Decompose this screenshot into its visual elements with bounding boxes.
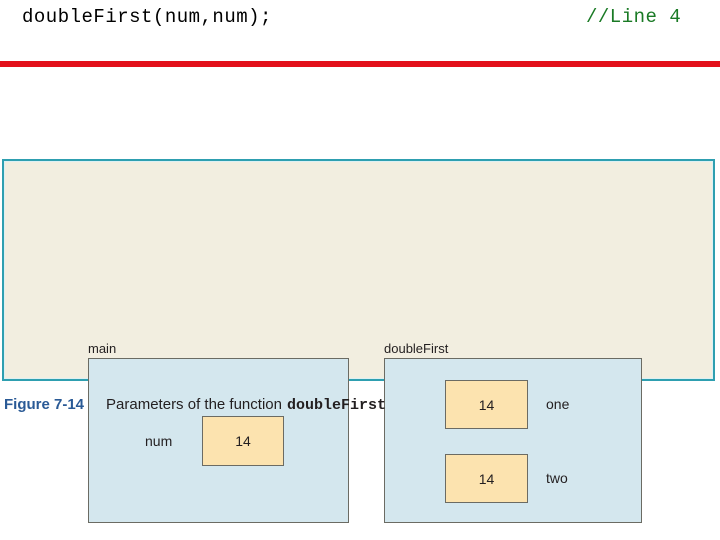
figure-caption: Figure 7-14 Parameters of the function d… xyxy=(4,396,386,414)
variable-cell-one: 14 xyxy=(445,380,528,429)
code-comment: //Line 4 xyxy=(586,6,682,28)
variable-cell-two: 14 xyxy=(445,454,528,503)
figure-caption-text: Parameters of the function xyxy=(106,396,282,413)
variable-label-one: one xyxy=(546,396,570,412)
variable-label-num: num xyxy=(145,433,173,449)
code-line-row: doubleFirst(num,num); //Line 4 xyxy=(0,0,720,56)
variable-cell-num: 14 xyxy=(202,416,284,466)
figure-frame: main num 14 doubleFirst 14 one 14 two xyxy=(2,159,715,523)
red-divider-line xyxy=(0,61,720,67)
block-label-doublefirst: doubleFirst xyxy=(384,341,449,356)
figure-caption-code: doubleFirst xyxy=(286,397,386,414)
block-label-main: main xyxy=(88,341,117,356)
code-statement: doubleFirst(num,num); xyxy=(22,6,272,28)
variable-label-two: two xyxy=(546,470,568,486)
figure-caption-number: Figure 7-14 xyxy=(4,396,85,413)
